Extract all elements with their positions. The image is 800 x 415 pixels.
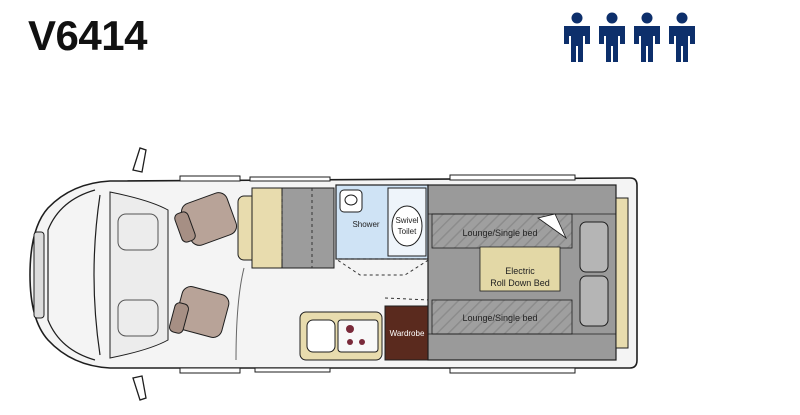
shower-label: Shower — [352, 220, 379, 229]
dashboard — [109, 191, 169, 359]
rail-bottom-1 — [254, 367, 331, 373]
rail-top-1 — [249, 176, 331, 182]
lounge-bottom-label: Lounge/Single bed — [462, 313, 537, 323]
burner-3 — [359, 339, 365, 345]
rail-top-2 — [449, 174, 576, 181]
floor-outline — [235, 267, 245, 361]
burner-1 — [346, 325, 354, 333]
wardrobe-label: Wardrobe — [390, 329, 425, 338]
roll-bed-label-2: Roll Down Bed — [490, 278, 550, 288]
wardrobe — [384, 305, 430, 361]
windscreen — [93, 194, 101, 356]
lounge-bottom — [431, 299, 573, 335]
sink — [306, 319, 336, 353]
cooktop — [337, 319, 379, 353]
cab-seat-bottom — [168, 286, 230, 338]
person-icon — [564, 12, 590, 62]
mirror-bottom — [132, 375, 147, 401]
lounge-top-label: Lounge/Single bed — [462, 228, 537, 238]
mirror-top — [132, 147, 147, 173]
person-icon — [599, 12, 625, 62]
roll-down-bed — [479, 246, 561, 292]
bathroom-door-swing — [334, 258, 432, 276]
toilet-label-2: Toilet — [398, 227, 417, 236]
cab-seat-top — [174, 192, 238, 246]
burner-2 — [347, 339, 353, 345]
toilet-label-1: Swivel — [395, 216, 418, 225]
steering-area-2 — [117, 299, 159, 337]
rear-door-strip — [615, 197, 629, 349]
cab-outline — [47, 189, 96, 361]
rear-cushion-top — [579, 221, 609, 273]
step-top — [179, 175, 241, 182]
roll-bed-label-1: Electric — [505, 266, 535, 276]
rear-cushion-bottom — [579, 275, 609, 327]
rail-bottom-2 — [449, 367, 576, 374]
step-bottom — [179, 367, 241, 374]
cabinet-dark — [281, 187, 335, 269]
model-title: V6414 — [28, 12, 147, 59]
person-icon — [634, 12, 660, 62]
person-icon — [669, 12, 695, 62]
grille — [33, 231, 45, 319]
toilet — [391, 205, 423, 247]
steering-area — [117, 213, 159, 251]
fold-corner — [537, 213, 567, 240]
berth-icons — [564, 12, 695, 62]
